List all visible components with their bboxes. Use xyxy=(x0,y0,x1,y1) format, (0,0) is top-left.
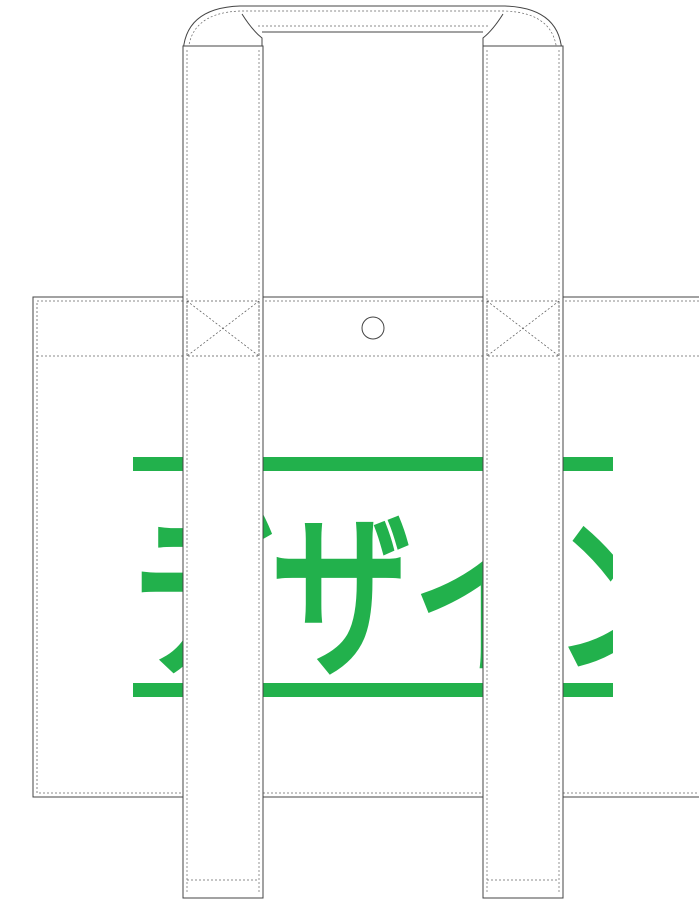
bag-body xyxy=(32,296,699,798)
handle-strap-right xyxy=(482,45,564,899)
handle-strap-left xyxy=(182,45,264,899)
cross-stitch-right xyxy=(486,300,560,357)
handle-top-arch xyxy=(182,5,563,57)
cross-stitch-left xyxy=(186,300,260,357)
snap-button xyxy=(361,316,385,340)
